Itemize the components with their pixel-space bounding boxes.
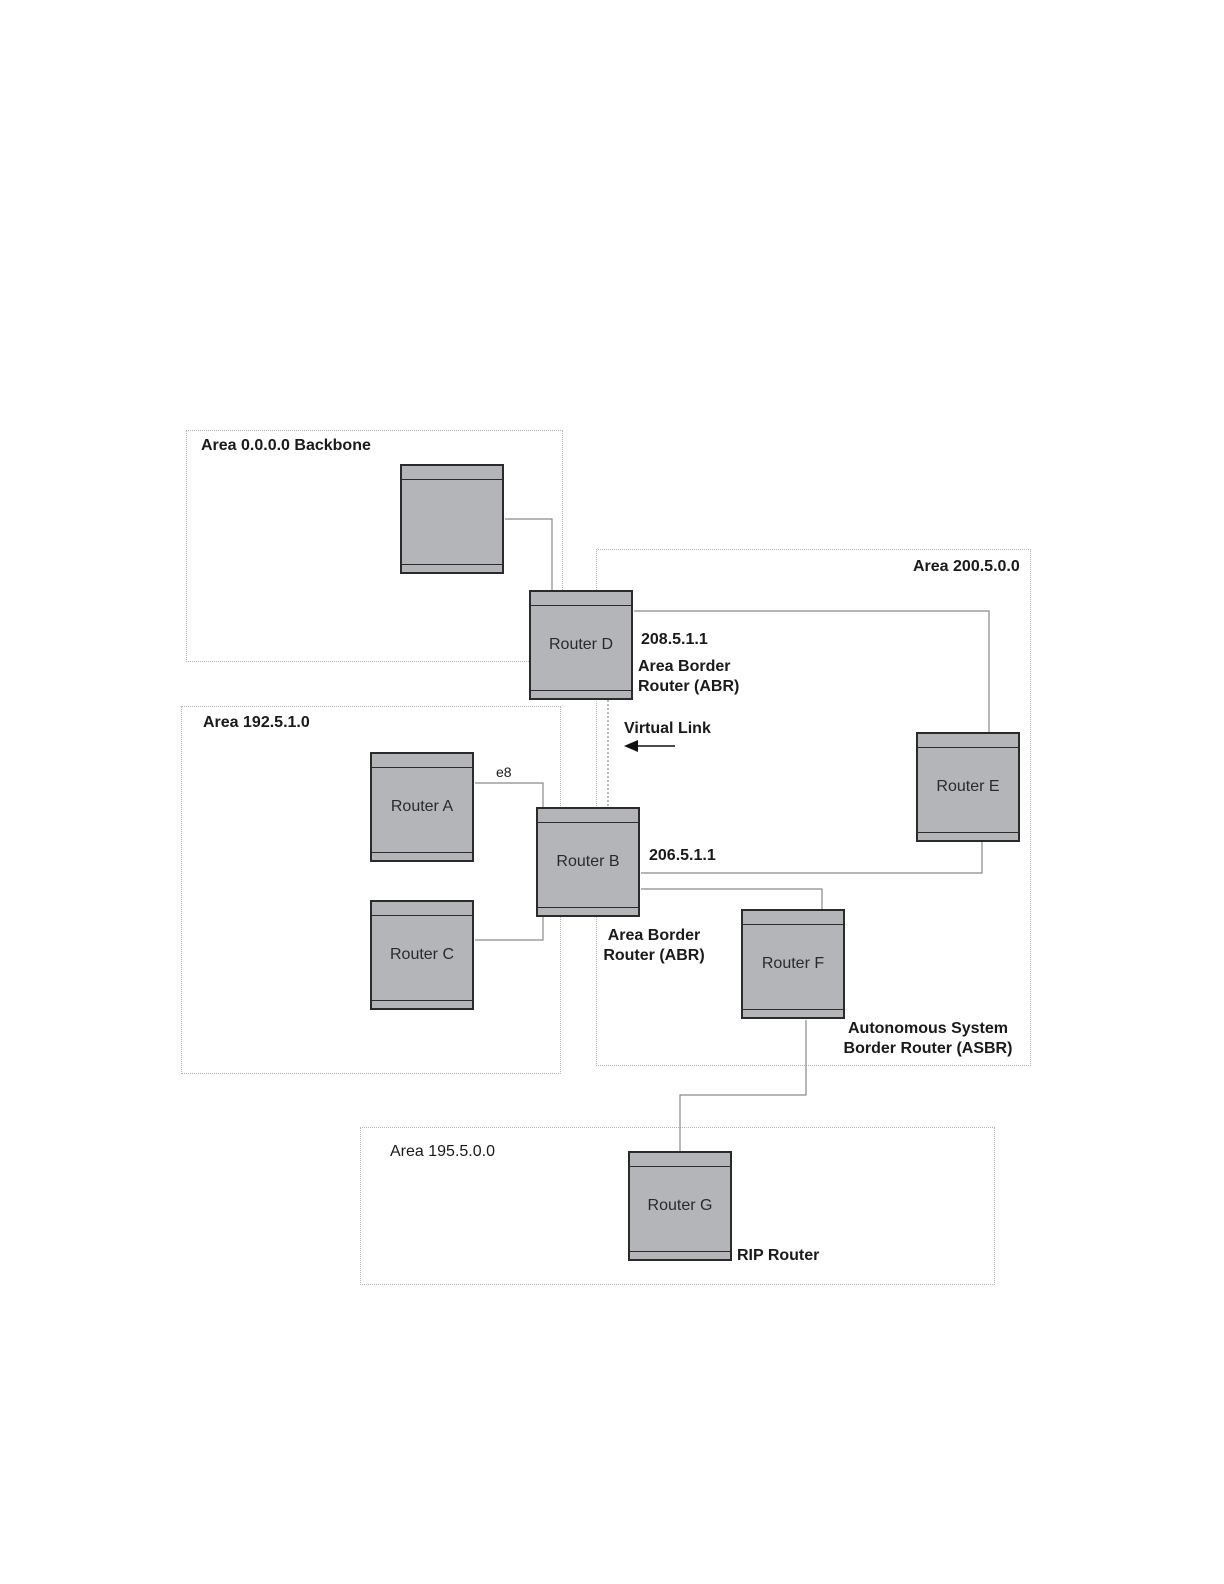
router-f: Router F [741, 909, 845, 1019]
router-unnamed-label [402, 466, 502, 572]
virtual-link-arrow [624, 740, 675, 752]
link-router-b-router-f [641, 889, 822, 910]
area-label-200-5-0-0: Area 200.5.0.0 [913, 558, 1020, 576]
link-unnamed-router-d [505, 519, 552, 590]
router-e-label: Router E [918, 734, 1018, 840]
router-g: Router G [628, 1151, 732, 1261]
router-b-role-line-2: Router (ABR) [594, 946, 714, 966]
router-b-label: Router B [538, 809, 638, 915]
link-router-f-router-g [680, 1020, 806, 1152]
router-d-label: Router D [531, 592, 631, 698]
router-d-role-line-1: Area Border [638, 657, 730, 677]
router-f-label: Router F [743, 911, 843, 1017]
router-d-ip: 208.5.1.1 [641, 630, 708, 650]
router-unnamed [400, 464, 504, 574]
link-router-c-router-b [475, 917, 543, 940]
router-e: Router E [916, 732, 1020, 842]
router-d: Router D [529, 590, 633, 700]
interface-e8-label: e8 [496, 762, 512, 782]
router-c: Router C [370, 900, 474, 1010]
virtual-link-label: Virtual Link [624, 719, 711, 739]
area-label-backbone: Area 0.0.0.0 Backbone [201, 437, 371, 455]
router-d-role-line-2: Router (ABR) [638, 677, 739, 697]
router-b-ip: 206.5.1.1 [649, 846, 716, 866]
router-f-role-line-2: Border Router (ASBR) [838, 1039, 1018, 1059]
router-g-role: RIP Router [737, 1246, 819, 1266]
router-c-label: Router C [372, 902, 472, 1008]
link-router-a-router-b [475, 783, 543, 808]
area-label-192-5-1-0: Area 192.5.1.0 [203, 714, 310, 732]
area-label-195-5-0-0: Area 195.5.0.0 [390, 1143, 495, 1161]
router-f-role-line-1: Autonomous System [838, 1019, 1018, 1039]
router-b: Router B [536, 807, 640, 917]
router-a-label: Router A [372, 754, 472, 860]
router-a: Router A [370, 752, 474, 862]
router-b-role-line-1: Area Border [594, 926, 714, 946]
router-g-label: Router G [630, 1153, 730, 1259]
